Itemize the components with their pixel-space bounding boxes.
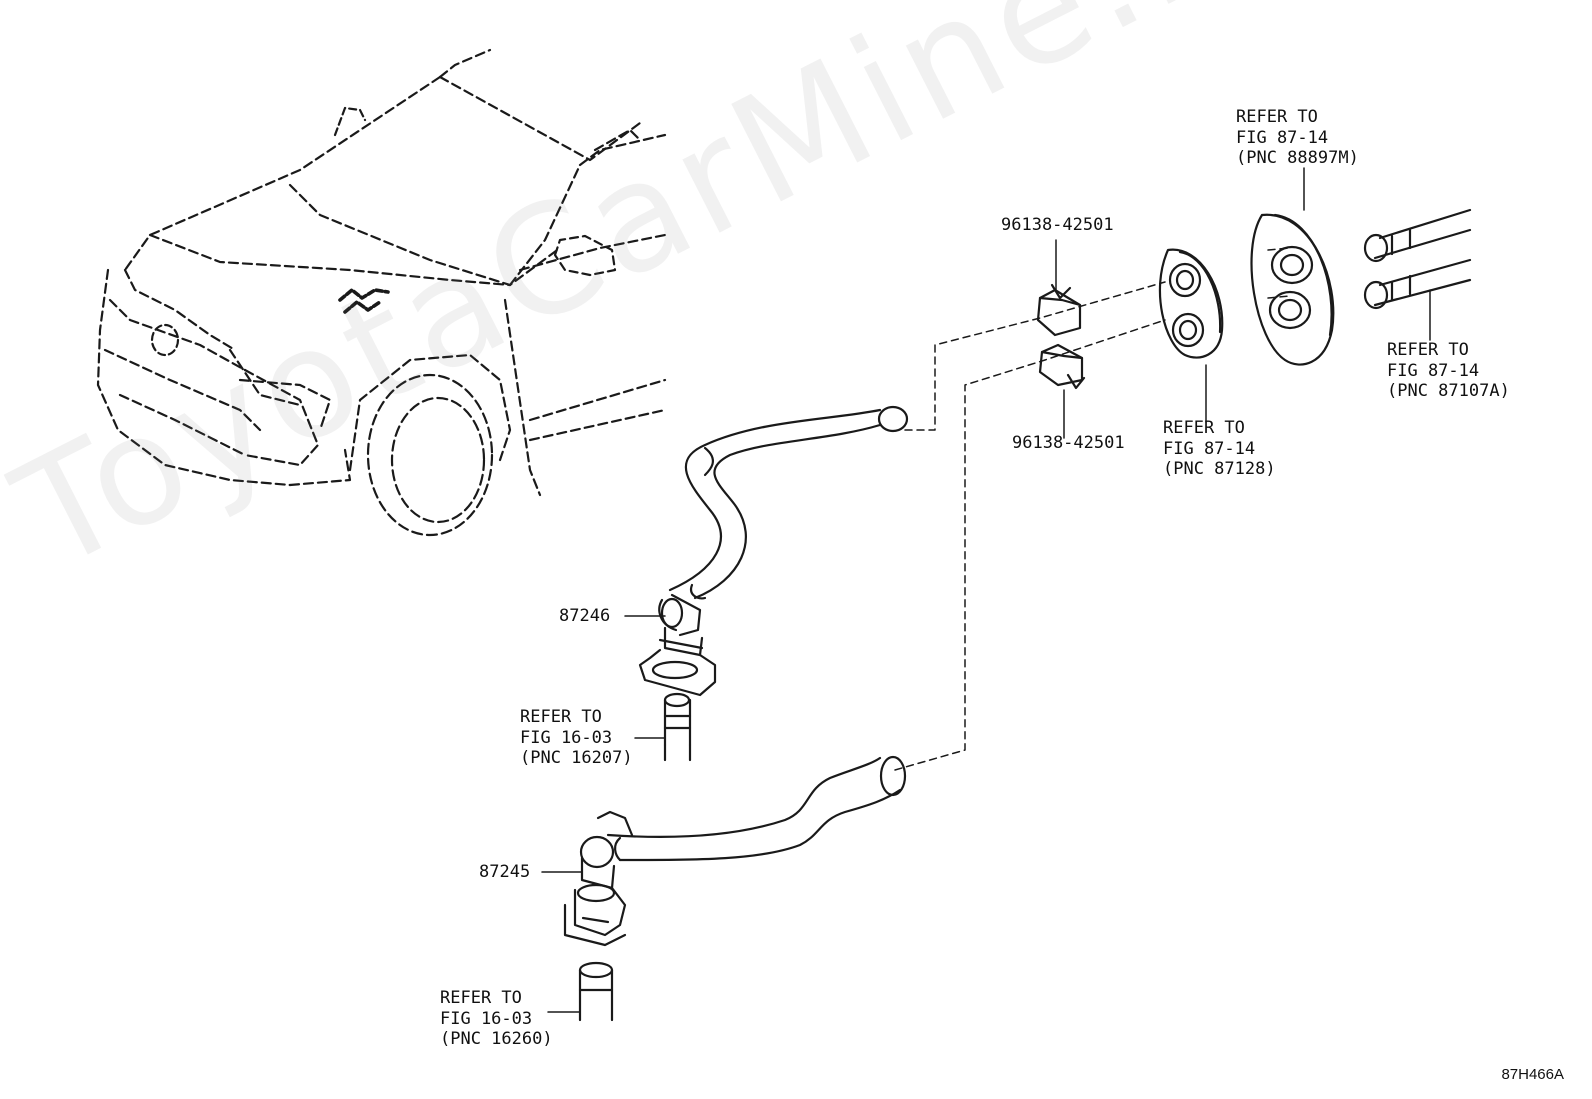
callout-line: (PNC 87107A) xyxy=(1387,381,1510,401)
callout-line: (PNC 16207) xyxy=(520,748,633,768)
callout-line: REFER TO xyxy=(440,988,522,1008)
engine-pipe-16207 xyxy=(663,692,692,762)
callout-line: FIG 16-03 xyxy=(440,1008,533,1029)
callout-heater-pipes-87107a: REFER TO FIG 87-14 (PNC 87107A) xyxy=(1387,340,1510,402)
hose-clamp-lower xyxy=(1038,343,1086,390)
heater-pipes-87107a xyxy=(1363,208,1472,310)
figure-code: 87H466A xyxy=(1501,1066,1564,1083)
assembly-leader-lines xyxy=(894,247,1291,771)
callout-line: FIG 87-14 xyxy=(1387,360,1480,381)
label-leader-lines xyxy=(541,167,1431,1013)
part-number-hose-upper: 87246 xyxy=(559,606,611,626)
callout-line: FIG 87-14 xyxy=(1163,438,1256,459)
callout-line: FIG 16-03 xyxy=(520,727,613,748)
grommet-87128 xyxy=(1158,248,1224,359)
part-number-clamp-upper: 96138-42501 xyxy=(1001,215,1114,235)
seal-88897m xyxy=(1250,213,1335,366)
callout-line: REFER TO xyxy=(1387,340,1469,360)
callout-line: (PNC 16260) xyxy=(440,1029,553,1049)
part-number-hose-lower: 87245 xyxy=(479,862,531,882)
part-number-clamp-lower: 96138-42501 xyxy=(1012,433,1125,453)
callout-line: FIG 87-14 xyxy=(1236,127,1329,148)
hose-87246 xyxy=(638,405,909,697)
callout-line: (PNC 87128) xyxy=(1163,459,1276,479)
callout-engine-pipe-16207: REFER TO FIG 16-03 (PNC 16207) xyxy=(520,707,633,769)
callout-line: REFER TO xyxy=(1163,418,1245,438)
vehicle-outline xyxy=(96,48,667,537)
hose-87245 xyxy=(563,755,907,947)
callout-engine-pipe-16260: REFER TO FIG 16-03 (PNC 16260) xyxy=(440,988,553,1050)
callout-seal-88897m: REFER TO FIG 87-14 (PNC 88897M) xyxy=(1236,107,1359,169)
engine-pipe-16260 xyxy=(578,961,614,1022)
hose-clamp-upper xyxy=(1036,283,1082,337)
callout-line: (PNC 88897M) xyxy=(1236,148,1359,168)
callout-line: REFER TO xyxy=(520,707,602,727)
callout-grommet-87128: REFER TO FIG 87-14 (PNC 87128) xyxy=(1163,418,1276,480)
callout-line: REFER TO xyxy=(1236,107,1318,127)
